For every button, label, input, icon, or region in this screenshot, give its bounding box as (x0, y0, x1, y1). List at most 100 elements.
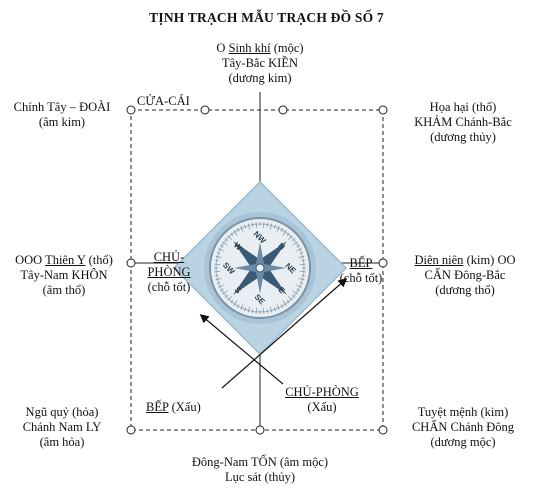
compass-tick (263, 307, 265, 314)
compass-tick (276, 304, 280, 310)
compass-tick (302, 267, 307, 269)
edge-marker (278, 105, 288, 115)
compass-tick (218, 284, 224, 288)
compass-letter: E (276, 285, 287, 296)
compass-tick (236, 228, 240, 232)
master-room-good-label: CHỦ- PHÒNG (chỗ tốt) (147, 250, 191, 294)
compass-tick (227, 296, 232, 301)
corner-marker (126, 105, 136, 115)
compass-tick (222, 290, 228, 295)
east-sector-label: Tuyệt mệnh (kim) CHẤN Chánh Đông (dương … (411, 405, 515, 449)
compass-tick (296, 284, 302, 288)
compass-tick (286, 299, 290, 304)
compass-tick (274, 224, 277, 229)
compass-tick (255, 307, 257, 314)
compass-tick (220, 244, 224, 248)
compass-tick (227, 235, 232, 240)
compass-tick (286, 232, 290, 237)
page-title: TỊNH TRẠCH MẪU TRẠCH ĐỒ SỐ 7 (149, 10, 384, 25)
southwest-sector-label: OOO Thiên Y (thổ) Tây-Nam KHÔN (âm thổ) (15, 253, 113, 297)
compass-tick (251, 222, 254, 227)
compass-tick (270, 223, 273, 230)
edge-marker (255, 425, 265, 435)
compass-tick (280, 304, 284, 308)
northeast-sector-label: Diên niên (kim) OO CẤN Đông-Bắc (dương t… (414, 253, 516, 297)
master-room-bad-label: CHỦ-PHÒNG (Xấu) (285, 385, 359, 414)
compass-tick (282, 300, 287, 306)
compass-tick (233, 300, 238, 306)
compass-tick (282, 230, 287, 236)
compass-tick (230, 232, 234, 237)
compass-tick (255, 222, 257, 229)
compass-tick (299, 282, 304, 285)
compass-tick (233, 230, 238, 236)
compass-tick (274, 307, 277, 312)
compass-tick (215, 278, 222, 281)
compass-tick (259, 310, 261, 315)
southeast-sector-label: Đông-Nam TỐN (âm mộc) Lục sát (thủy) (191, 455, 329, 484)
corner-marker (126, 425, 136, 435)
compass-tick (291, 238, 296, 242)
compass-tick (298, 255, 305, 258)
compass-tick (218, 248, 224, 252)
compass-tick (240, 226, 244, 232)
compass-tick (214, 271, 221, 273)
north-sector-right-label: Họa hại (thổ) KHẢM Chánh-Bắc (dương thủy… (414, 100, 512, 144)
compass-tick (299, 251, 304, 254)
compass-tick (247, 223, 250, 230)
compass-tick (292, 290, 298, 295)
compass-tick (216, 251, 221, 254)
compass-tick (247, 306, 250, 313)
compass-tick (266, 222, 269, 227)
kitchen-good-label: BẾP (chỗ tốt) (339, 256, 383, 285)
compass-tick (288, 296, 293, 301)
compass-image (173, 181, 347, 355)
compass-tick (266, 309, 269, 314)
edge-marker (378, 258, 388, 268)
compass-tick (216, 282, 221, 285)
house-boundary (130, 109, 384, 431)
compass-tick (291, 294, 296, 298)
compass-letter: S (233, 285, 244, 296)
compass-tick (213, 267, 218, 269)
compass-tick (236, 304, 240, 308)
compass-tick (259, 221, 261, 226)
compass-tick (214, 263, 221, 265)
west-sector-label: Chính Tây – ĐOÀI (âm kim) (13, 100, 111, 129)
compass-tick (222, 241, 228, 246)
arrow-to-chu-phong (199, 314, 284, 385)
compass-letter: N (276, 241, 287, 252)
compass-tick (288, 235, 293, 240)
compass-tick (214, 274, 219, 277)
compass-tick (296, 248, 302, 252)
compass-tick (230, 299, 234, 304)
south-sector-label: Ngũ quỷ (hỏa) Chánh Nam LY (âm hỏa) (22, 405, 102, 449)
compass-tick (292, 241, 298, 246)
compass-tick (224, 294, 229, 298)
compass-tick (243, 307, 246, 312)
compass-tick (298, 278, 305, 281)
compass-tick (296, 288, 300, 292)
compass-tick (224, 238, 229, 242)
corner-marker (378, 425, 388, 435)
compass-tick (276, 226, 280, 232)
compass-tick (299, 271, 306, 273)
edge-marker (200, 105, 210, 115)
compass-ticks (213, 221, 307, 315)
compass-tick (299, 263, 306, 265)
compass-tick (270, 306, 273, 313)
compass-tick (240, 304, 244, 310)
arrow-to-bep (221, 278, 348, 389)
kitchen-bad-label: BẾP (Xấu) (146, 400, 201, 414)
edge-marker (126, 258, 136, 268)
compass-tick (243, 224, 246, 229)
north-sector-label: O Sinh khí (mộc) Tây-Bắc KIỀN (dương kim… (216, 41, 304, 85)
main-door-label: CỬA-CÁI (137, 94, 190, 108)
compass-tick (263, 222, 265, 229)
compass-tick (214, 259, 219, 262)
compass-tick (280, 228, 284, 232)
compass-tick (301, 259, 306, 262)
compass-tick (251, 309, 254, 314)
compass-tick (301, 274, 306, 277)
